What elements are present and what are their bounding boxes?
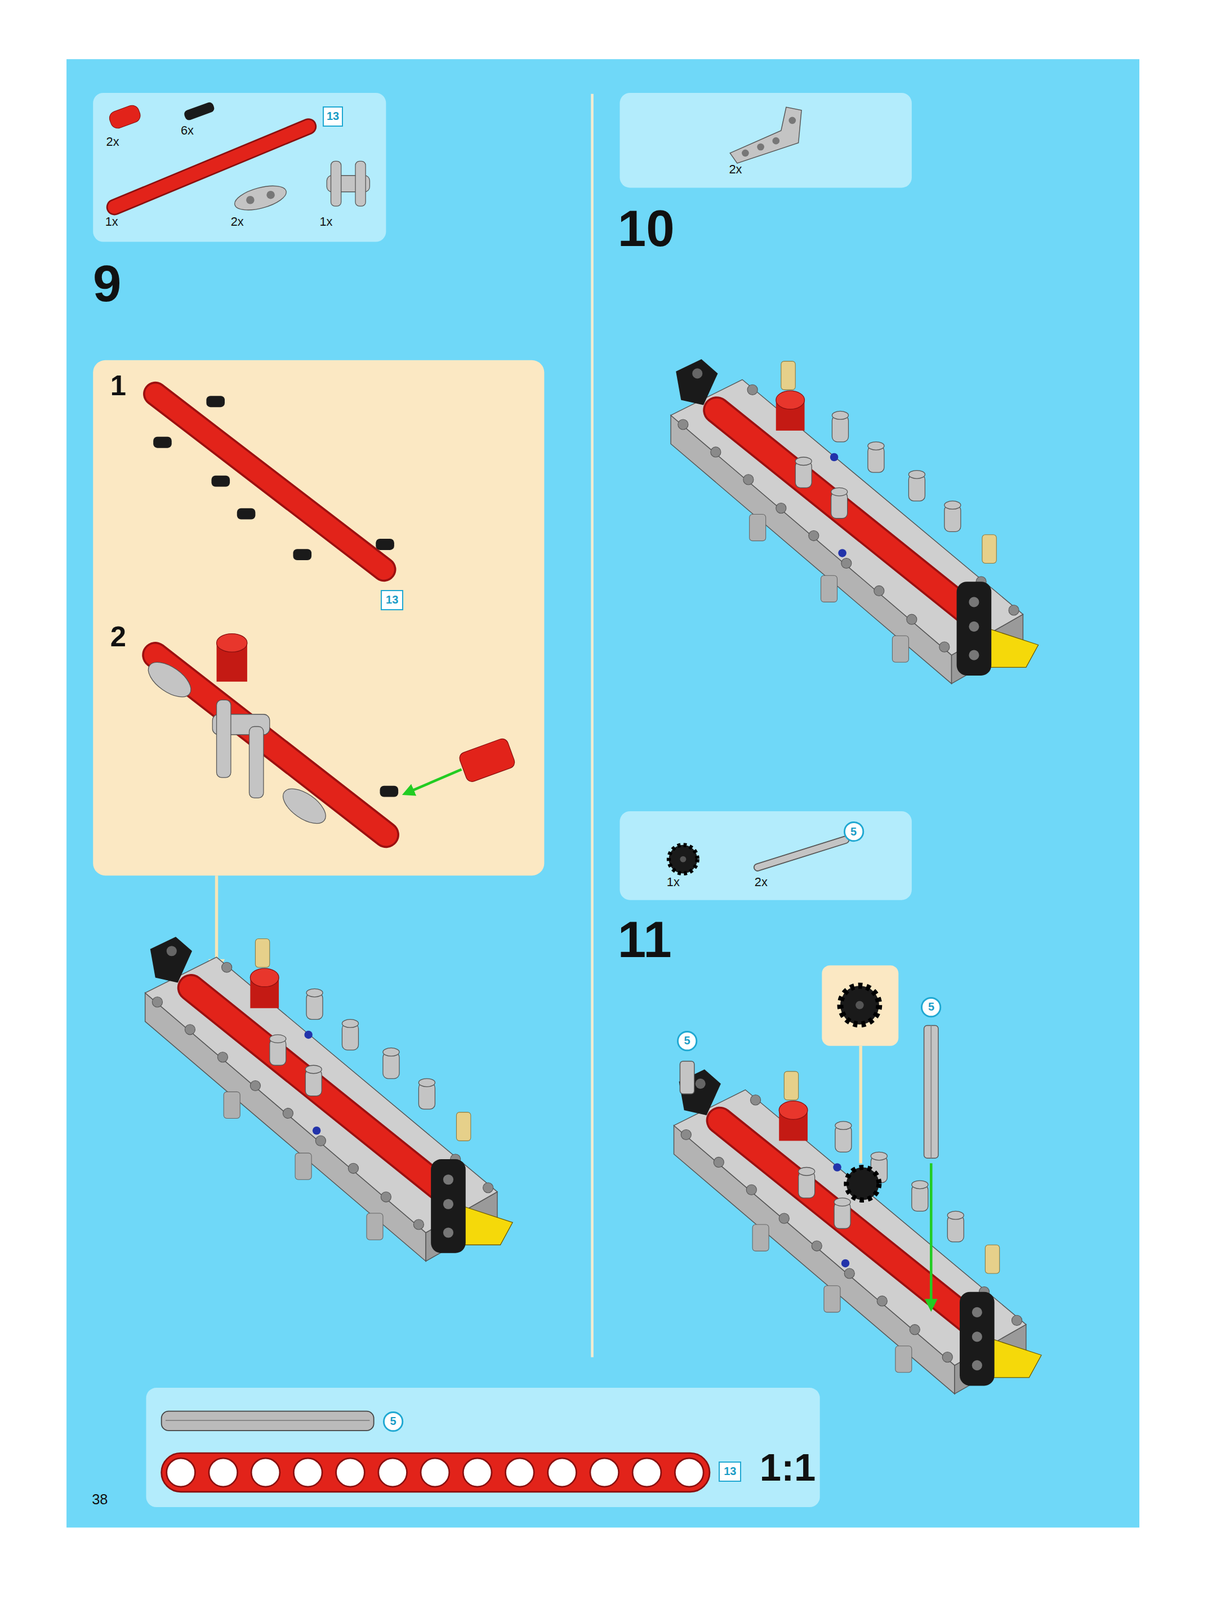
part-count: 2x [754, 876, 768, 889]
part-count: 6x [180, 124, 194, 137]
part-count: 1x [319, 215, 333, 229]
part-count: 2x [230, 215, 244, 229]
step-number: 10 [617, 203, 675, 255]
length-callout: 13 [718, 1462, 742, 1483]
length-callout: 5 [676, 1031, 698, 1052]
part-count: 1x [105, 215, 119, 229]
part-count: 2x [728, 163, 742, 176]
step-number: 9 [92, 258, 122, 310]
part-count: 2x [106, 135, 120, 149]
length-callout: 13 [380, 590, 404, 611]
scale-panel: 1:1 5 13 [145, 1388, 821, 1509]
step-label: 1 [110, 371, 127, 401]
callout-ring [921, 998, 941, 1018]
callout-number: 13 [385, 594, 399, 606]
length-callout: 5 [843, 821, 864, 842]
callout-number: 5 [684, 1035, 691, 1047]
step-label: 1:1 [759, 1449, 817, 1488]
parts-panel: 1x 2x 5 [619, 811, 912, 901]
parts-panel: 2x 6x 1x 2x 1x 13 [92, 92, 386, 243]
length-callout: 5 [920, 997, 942, 1018]
callout-ring [383, 1413, 403, 1432]
part-count: 1x [666, 876, 680, 889]
callout-ring [677, 1032, 697, 1051]
callout-ring [844, 822, 863, 842]
length-callout: 5 [382, 1411, 404, 1433]
parts-panel: 2x [619, 92, 912, 189]
callout-number: 5 [928, 1001, 935, 1014]
callout-number: 5 [850, 826, 857, 839]
length-callout: 13 [322, 106, 343, 127]
step-number: 11 [617, 914, 672, 966]
substep-panel: 1 2 13 [92, 360, 545, 877]
callout-number: 13 [723, 1466, 737, 1478]
callout-number: 13 [326, 110, 340, 123]
step-label: 2 [110, 622, 127, 652]
callout-number: 5 [389, 1416, 396, 1428]
page-number: 38 [91, 1493, 108, 1508]
